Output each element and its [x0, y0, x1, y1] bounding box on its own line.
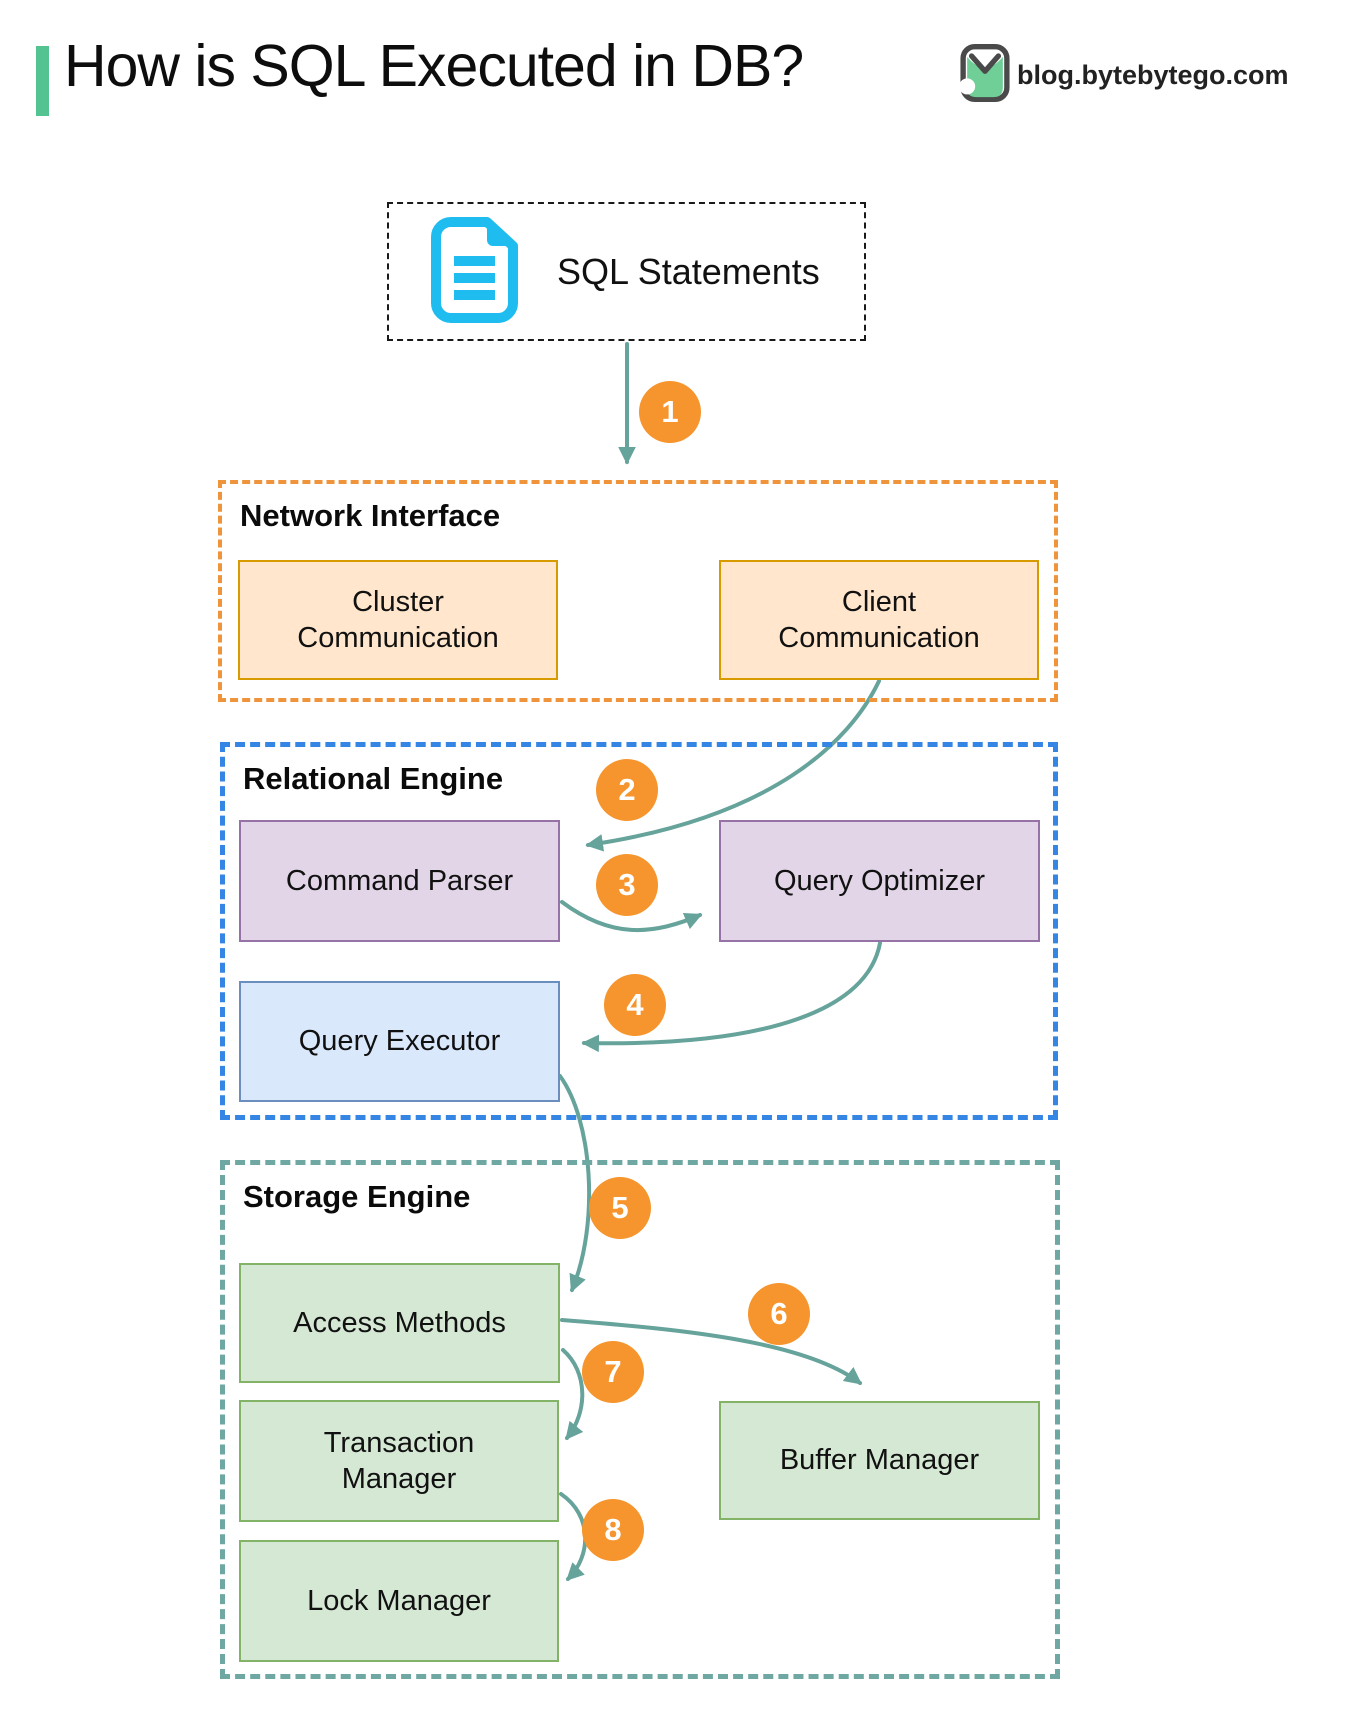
- step-badge-5: 5: [589, 1177, 651, 1239]
- node-label: Query Optimizer: [773, 864, 986, 897]
- node-label: Buffer Manager: [779, 1444, 980, 1477]
- node-label: Access Methods: [293, 1306, 506, 1339]
- section-title-relational-engine: Relational Engine: [243, 761, 504, 796]
- node-client-communication: Client Communication: [719, 560, 1039, 680]
- node-label: Command Parser: [285, 864, 514, 897]
- node-buffer-manager: Buffer Manager: [719, 1401, 1040, 1520]
- section-title-network-interface: Network Interface: [240, 498, 501, 533]
- node-command-parser: Command Parser: [239, 820, 560, 942]
- sql-statements-box: SQL Statements: [387, 202, 866, 341]
- sql-document-icon: [427, 215, 527, 328]
- node-label: Transaction Manager: [323, 1426, 475, 1495]
- node-label: Cluster Communication: [297, 585, 499, 654]
- brand-text: blog.bytebytego.com: [1017, 59, 1289, 90]
- node-access-methods: Access Methods: [239, 1263, 560, 1383]
- node-label: Client Communication: [778, 585, 980, 654]
- step-badge-2: 2: [596, 759, 658, 821]
- page-title: How is SQL Executed in DB?: [64, 33, 804, 99]
- section-relational-engine: Relational Engine: [220, 742, 1058, 1120]
- step-badge-7: 7: [582, 1341, 644, 1403]
- section-network-interface: Network Interface: [218, 480, 1058, 702]
- sql-statements-label: SQL Statements: [557, 250, 820, 292]
- step-badge-8: 8: [582, 1499, 644, 1561]
- bytebytego-logo-icon: [959, 43, 1010, 108]
- node-label: Query Executor: [298, 1025, 501, 1058]
- section-storage-engine: Storage Engine: [220, 1160, 1060, 1679]
- step-badge-3: 3: [596, 854, 658, 916]
- step-badge-1: 1: [639, 381, 701, 443]
- section-title-storage-engine: Storage Engine: [243, 1179, 471, 1214]
- node-label: Lock Manager: [307, 1584, 491, 1617]
- node-lock-manager: Lock Manager: [239, 1540, 559, 1662]
- title-accent-bar: [36, 46, 49, 116]
- step-badge-6: 6: [748, 1283, 810, 1345]
- node-transaction-manager: Transaction Manager: [239, 1400, 559, 1522]
- node-cluster-communication: Cluster Communication: [238, 560, 558, 680]
- brand: blog.bytebytego.com: [959, 42, 1289, 108]
- step-badge-4: 4: [604, 974, 666, 1036]
- node-query-optimizer: Query Optimizer: [719, 820, 1040, 942]
- node-query-executor: Query Executor: [239, 981, 560, 1102]
